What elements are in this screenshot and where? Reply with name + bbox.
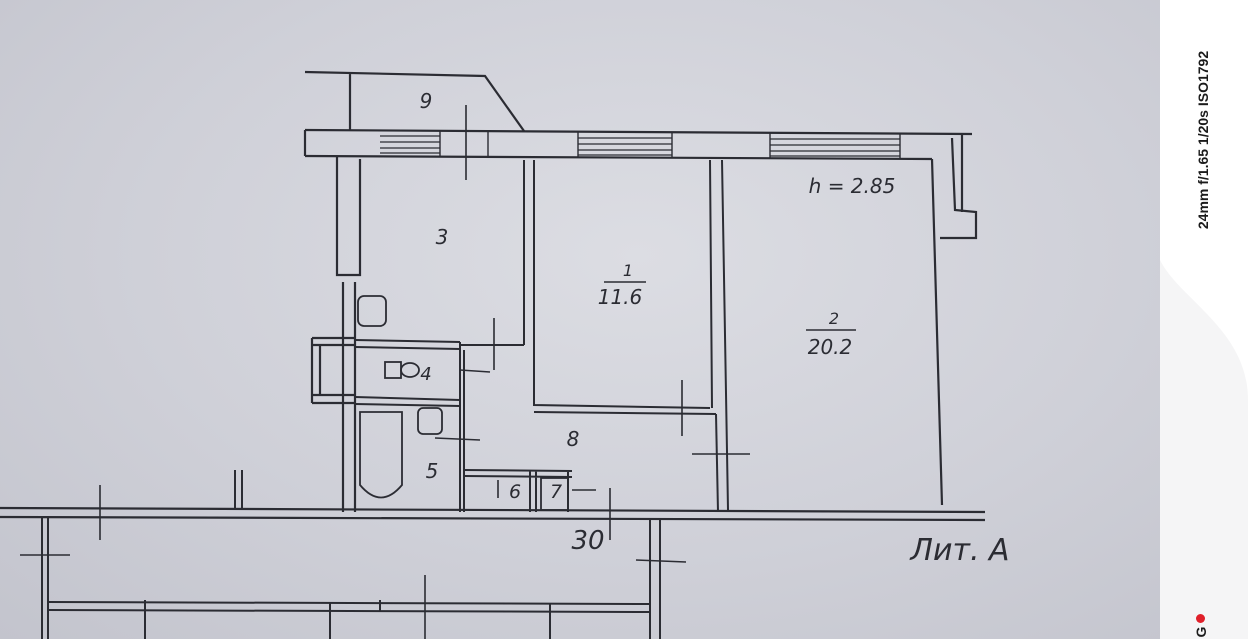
fixtures [357, 295, 569, 511]
ceiling-height: h = 2.85 [809, 174, 896, 198]
room-5-number: 5 [426, 459, 439, 483]
strip-curve [1160, 0, 1248, 639]
toilet-bowl [400, 362, 420, 378]
room-8-number: 8 [567, 427, 580, 451]
floor-plan: 9 3 1 11.6 2 20.2 h = 2.85 4 5 6 7 8 30 … [0, 70, 1010, 639]
exterior-walls [0, 70, 986, 522]
camera-exif-text: 24mm f/1.65 1/20s ISO1792 [1195, 50, 1211, 230]
room-1-area: 11.6 [598, 285, 643, 309]
brand-dot-icon [1196, 614, 1205, 623]
apartment-number: 30 [571, 526, 604, 556]
room-9-number: 9 [420, 89, 433, 113]
room-6-number: 6 [509, 481, 521, 503]
camera-info-strip [1160, 0, 1248, 639]
room-2-number: 2 [829, 309, 839, 328]
sink-room-3 [357, 295, 387, 327]
floor-plan-photo [0, 0, 1160, 639]
door-marks [20, 105, 750, 639]
interior-walls [41, 159, 729, 639]
room-7-number: 7 [550, 481, 562, 503]
room-3-number: 3 [436, 225, 449, 249]
room-4-number: 4 [420, 364, 431, 385]
room-2-area: 20.2 [808, 335, 853, 359]
brand-logo-letter: G [1193, 626, 1209, 638]
room-1-number: 1 [623, 261, 633, 280]
closet-7 [540, 477, 569, 511]
bathtub [359, 411, 403, 499]
toilet-tank [384, 361, 402, 379]
building-letter-label: Лит. А [909, 533, 1009, 568]
sink-bathroom [417, 407, 443, 435]
